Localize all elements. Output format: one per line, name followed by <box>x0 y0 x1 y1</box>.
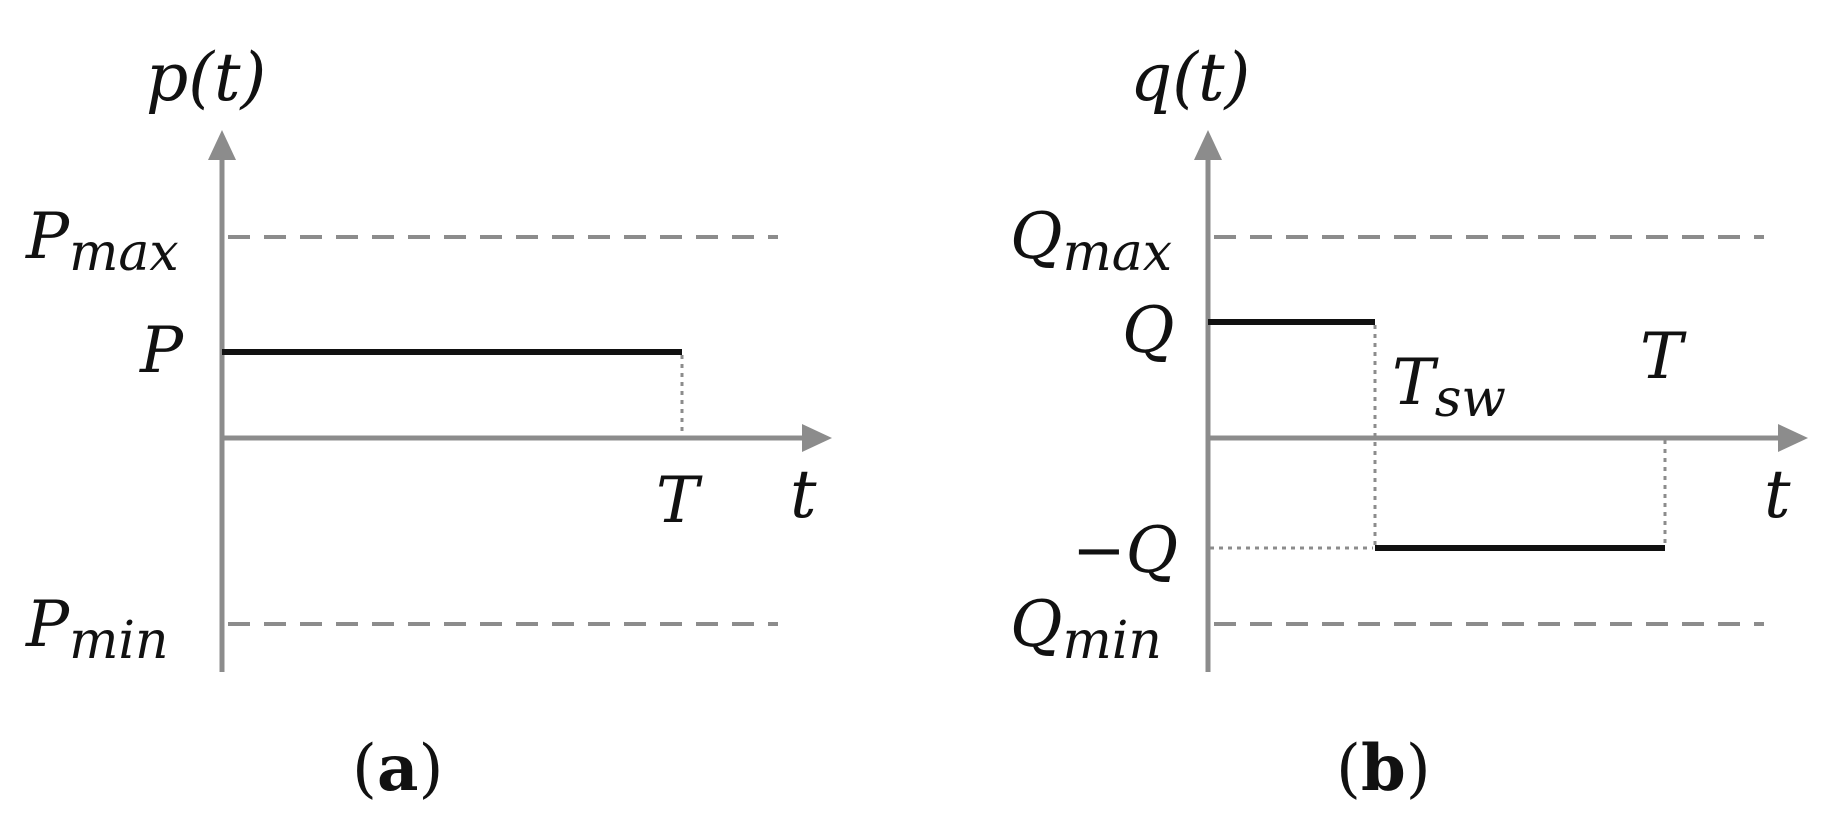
q-min-label: Qmin <box>1010 588 1162 671</box>
p-x-axis-arrowhead <box>802 424 832 452</box>
q-level-label: Q <box>1122 294 1174 368</box>
p-x-axis-label: t <box>790 456 817 533</box>
p-level-label: P <box>139 314 184 388</box>
q-neg-level-label: −Q <box>1072 514 1178 588</box>
p-y-axis-arrowhead <box>208 130 236 160</box>
p-end-time-label: T <box>656 464 703 538</box>
panel-a: p(t) t Pmax P Pmin T (a) <box>25 39 832 806</box>
p-min-label: Pmin <box>25 588 169 671</box>
panel-b: q(t) t Qmax Q −Q Qmin Tsw T (b) <box>1010 39 1808 806</box>
q-y-axis-arrowhead <box>1194 130 1222 160</box>
q-y-axis-label: q(t) <box>1130 39 1250 116</box>
panel-b-caption: (b) <box>1336 731 1431 806</box>
q-max-label: Qmax <box>1010 200 1172 283</box>
q-end-time-label: T <box>1640 320 1687 394</box>
q-x-axis-arrowhead <box>1778 424 1808 452</box>
q-switch-time-label: Tsw <box>1392 346 1506 429</box>
p-max-label: Pmax <box>25 200 179 283</box>
q-x-axis-label: t <box>1764 456 1791 533</box>
panel-a-caption: (a) <box>352 731 443 806</box>
p-y-axis-label: p(t) <box>146 39 266 116</box>
